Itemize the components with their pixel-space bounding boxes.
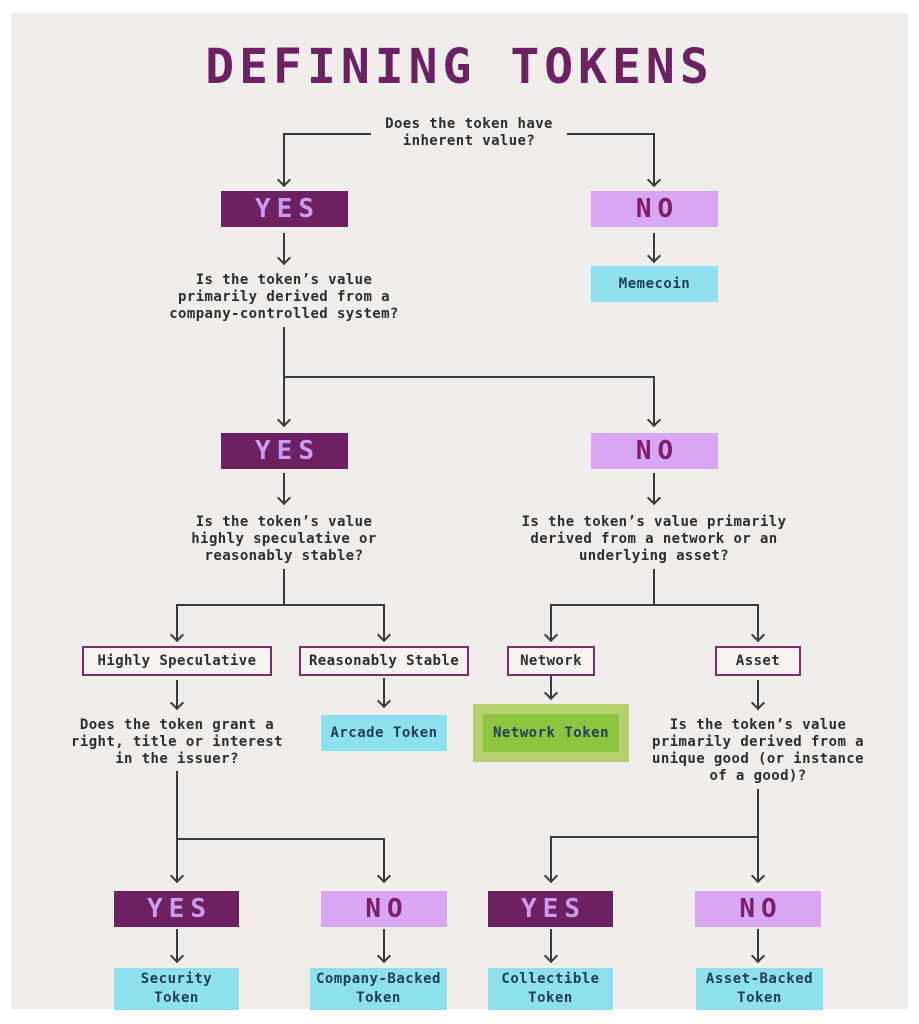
network-token-highlight: Network Token bbox=[473, 704, 629, 762]
no-box-inherent: NO bbox=[591, 191, 718, 227]
arrow-down bbox=[383, 604, 385, 640]
no-box-right-title: NO bbox=[321, 891, 447, 927]
highly-speculative-box: Highly Speculative bbox=[82, 646, 272, 676]
page-title: DEFINING TOKENS bbox=[205, 39, 714, 95]
connector-line bbox=[283, 569, 285, 606]
question-speculative-stable: Is the token’s value highly speculative … bbox=[191, 514, 377, 564]
arrow-down bbox=[383, 678, 385, 706]
connector-line bbox=[550, 604, 759, 606]
yes-box-company: YES bbox=[221, 433, 348, 469]
connector-line bbox=[653, 569, 655, 606]
question-inherent-value: Does the token have inherent value? bbox=[385, 116, 553, 149]
connector-line bbox=[567, 133, 655, 135]
connector-line bbox=[176, 838, 385, 840]
yes-box-right-title: YES bbox=[114, 891, 239, 927]
arrow-down bbox=[653, 133, 655, 185]
arrow-down bbox=[653, 376, 655, 425]
connector-line bbox=[176, 604, 385, 606]
network-token-box: Network Token bbox=[483, 714, 619, 752]
collectible-token-box: Collectible Token bbox=[488, 968, 613, 1010]
question-right-title-interest: Does the token grant a right, title or i… bbox=[71, 717, 283, 767]
arrow-down bbox=[383, 929, 385, 961]
no-box-unique-good: NO bbox=[695, 891, 821, 927]
arrow-down bbox=[653, 473, 655, 503]
asset-box: Asset bbox=[715, 646, 801, 676]
connector-line bbox=[283, 133, 371, 135]
arrow-down bbox=[757, 604, 759, 640]
arrow-down bbox=[550, 604, 552, 640]
arrow-down bbox=[550, 836, 552, 881]
arrow-down bbox=[283, 233, 285, 263]
arrow-down bbox=[176, 771, 178, 881]
arcade-token-box: Arcade Token bbox=[321, 715, 447, 751]
arrow-down bbox=[653, 233, 655, 261]
arrow-down bbox=[283, 473, 285, 503]
question-company-controlled: Is the token’s value primarily derived f… bbox=[169, 272, 399, 322]
memecoin-box: Memecoin bbox=[591, 266, 718, 302]
arrow-down bbox=[283, 133, 285, 185]
asset-backed-token-box: Asset-Backed Token bbox=[696, 968, 823, 1010]
connector-line bbox=[550, 836, 759, 838]
arrow-down bbox=[176, 680, 178, 708]
question-network-asset: Is the token’s value primarily derived f… bbox=[521, 514, 787, 564]
arrow-down bbox=[176, 929, 178, 961]
question-unique-good: Is the token’s value primarily derived f… bbox=[652, 717, 864, 784]
yes-box-inherent: YES bbox=[221, 191, 348, 227]
no-box-company: NO bbox=[591, 433, 718, 469]
arrow-down bbox=[550, 929, 552, 961]
arrow-down bbox=[550, 676, 552, 698]
flowchart-canvas: DEFINING TOKENS Does the token have inhe… bbox=[11, 13, 908, 1010]
arrow-down bbox=[757, 929, 759, 961]
arrow-down bbox=[757, 680, 759, 708]
company-backed-token-box: Company-Backed Token bbox=[310, 968, 447, 1010]
arrow-down bbox=[383, 838, 385, 881]
arrow-down bbox=[176, 604, 178, 640]
connector-line bbox=[283, 376, 655, 378]
reasonably-stable-box: Reasonably Stable bbox=[299, 646, 469, 676]
network-box: Network bbox=[507, 646, 595, 676]
yes-box-unique-good: YES bbox=[488, 891, 613, 927]
security-token-box: Security Token bbox=[114, 968, 239, 1010]
arrow-down bbox=[757, 789, 759, 881]
